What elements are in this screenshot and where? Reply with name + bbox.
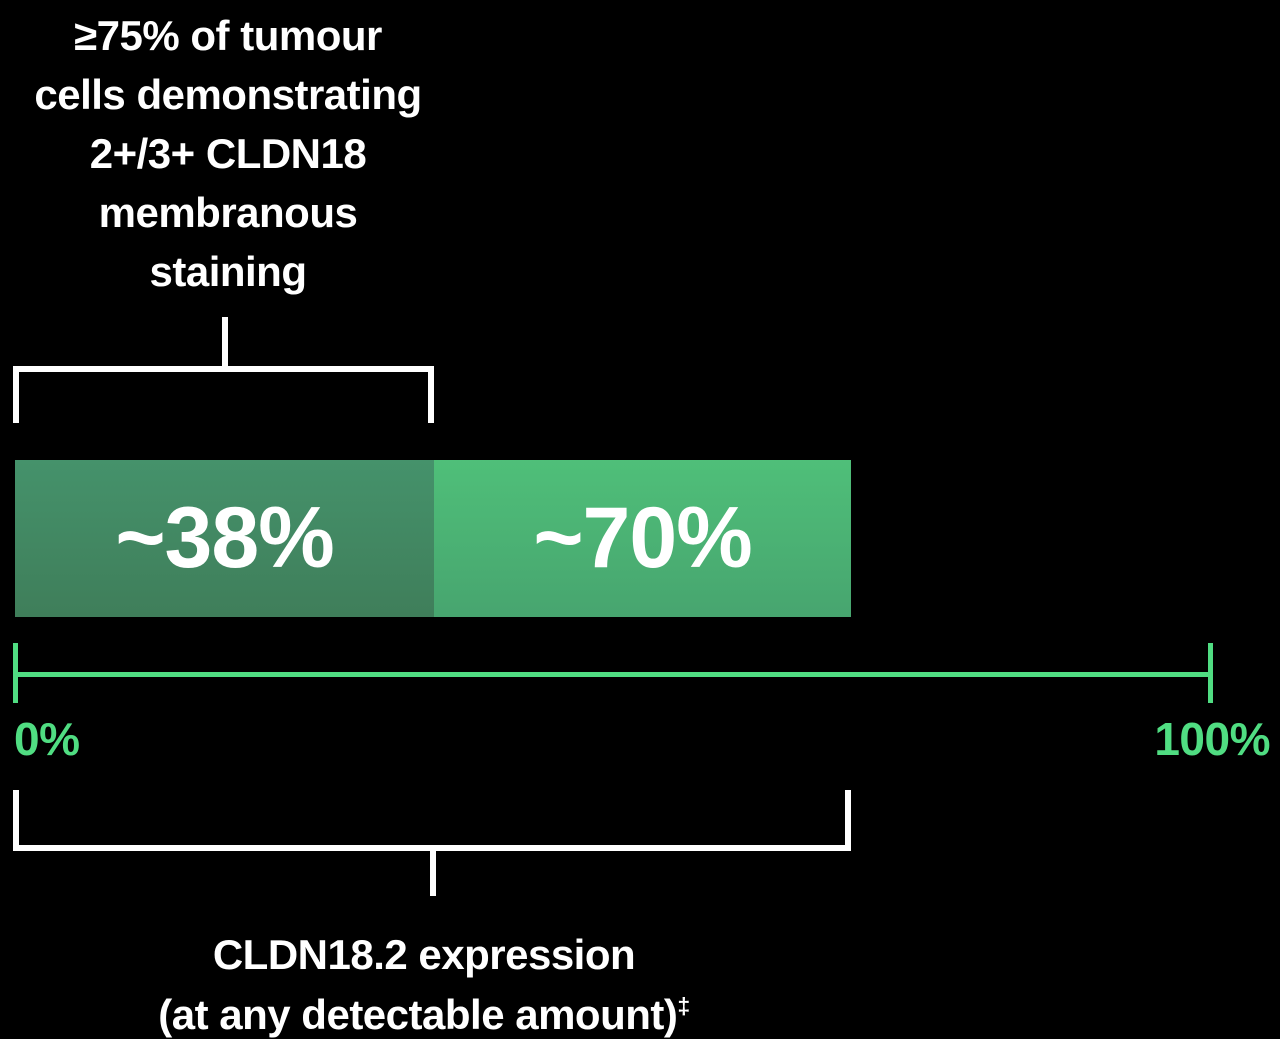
axis-tick-100 bbox=[1208, 643, 1213, 703]
top-bracket-stem bbox=[222, 317, 228, 369]
bar-segment-70: ~70% bbox=[434, 460, 851, 617]
bottom-annotation-line1: CLDN18.2 expression bbox=[212, 931, 636, 978]
footnote-marker: ‡ bbox=[677, 993, 690, 1019]
bottom-annotation-line2: (at any detectable amount)‡ bbox=[0, 985, 848, 1039]
axis-line bbox=[13, 672, 1213, 677]
bar-segment-38: ~38% bbox=[15, 460, 434, 617]
top-bracket bbox=[13, 366, 434, 423]
bottom-bracket-stem bbox=[430, 849, 436, 896]
bar-segment-38-label: ~38% bbox=[115, 490, 334, 586]
expression-bar: ~38% ~70% bbox=[15, 460, 851, 617]
axis-label-0: 0% bbox=[14, 713, 80, 765]
top-annotation: ≥75% of tumour cells demonstrating 2+/3+… bbox=[34, 12, 422, 295]
bar-segment-70-label: ~70% bbox=[533, 490, 752, 586]
bottom-bracket bbox=[13, 790, 851, 851]
bottom-annotation: CLDN18.2 expression (at any detectable a… bbox=[0, 925, 848, 1039]
axis-label-100: 100% bbox=[1154, 713, 1270, 765]
bottom-annotation-line2-text: (at any detectable amount) bbox=[158, 991, 678, 1038]
axis-tick-0 bbox=[13, 643, 18, 703]
